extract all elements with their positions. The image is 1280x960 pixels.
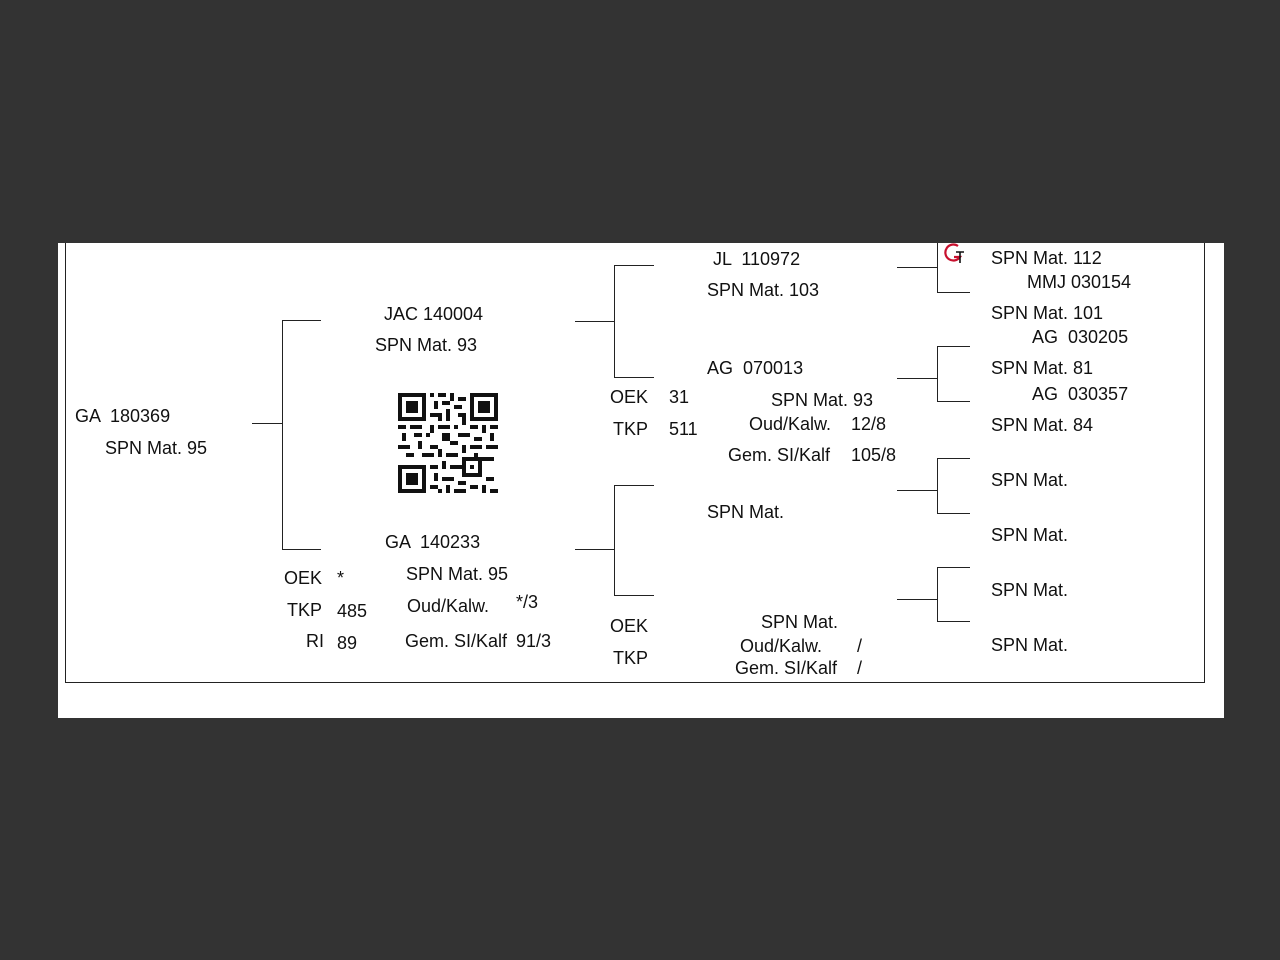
dam-oud-value: */3: [516, 592, 539, 612]
gen4-2-spn: SPN Mat. 101: [991, 303, 1104, 323]
dd-oud-label: Oud/Kalw.: [740, 636, 823, 656]
gen4-8-spn: SPN Mat.: [991, 635, 1069, 655]
connector: [252, 423, 283, 424]
connector: [614, 595, 654, 596]
connector: [937, 346, 938, 402]
connector: [937, 513, 970, 514]
dam-oud-label: Oud/Kalw.: [407, 596, 490, 616]
sire-oek-value: 31: [669, 387, 690, 407]
ss-spn: SPN Mat. 103: [707, 280, 820, 300]
pedigree-document: GA 180369 SPN Mat. 95 JAC 140004 SPN Mat…: [58, 243, 1224, 718]
dd-gem-value: /: [857, 658, 863, 678]
connector: [575, 549, 615, 550]
connector: [897, 490, 938, 491]
gen4-5-spn: SPN Mat.: [991, 470, 1069, 490]
sd-oud-value: 12/8: [851, 414, 887, 434]
connector: [937, 567, 970, 568]
dam-id: GA 140233: [385, 532, 481, 552]
sire-spn: SPN Mat. 93: [375, 335, 478, 355]
gen4-4-id: AG 030357: [1032, 384, 1129, 404]
connector: [282, 320, 321, 321]
gen4-4-spn: SPN Mat. 84: [991, 415, 1094, 435]
connector: [937, 243, 938, 293]
connector: [897, 267, 938, 268]
connector: [614, 265, 615, 378]
sd-oud-label: Oud/Kalw.: [749, 414, 832, 434]
connector: [575, 321, 615, 322]
connector: [937, 621, 970, 622]
connector: [614, 485, 654, 486]
connector: [937, 458, 970, 459]
sd-gem-value: 105/8: [851, 445, 897, 465]
gen4-3-id: AG 030205: [1032, 327, 1129, 347]
gen4-1-spn: SPN Mat. 112: [991, 248, 1102, 268]
dam-gem-value: 91/3: [516, 631, 552, 651]
connector: [937, 292, 970, 293]
gen4-3-spn: SPN Mat. 81: [991, 358, 1094, 378]
connector: [897, 378, 938, 379]
subject-id: GA 180369: [75, 406, 171, 426]
sd-spn: SPN Mat. 93: [771, 390, 874, 410]
dam-ri-label: RI: [306, 631, 324, 651]
connector: [614, 485, 615, 596]
ss-id: JL 110972: [713, 249, 801, 269]
connector: [937, 346, 970, 347]
breeder-logo-icon: [944, 243, 964, 263]
gen4-7-spn: SPN Mat.: [991, 580, 1069, 600]
sd-gem-label: Gem. SI/Kalf: [728, 445, 831, 465]
dam-oek-value: *: [337, 568, 345, 588]
dd-gem-label: Gem. SI/Kalf: [735, 658, 838, 678]
dam-tkp-value: 485: [337, 601, 368, 621]
dd-oud-value: /: [857, 636, 863, 656]
connector: [937, 567, 938, 622]
dam-ri-value: 89: [337, 633, 358, 653]
subject-spn: SPN Mat. 95: [105, 438, 208, 458]
connector: [614, 377, 654, 378]
connector: [937, 401, 970, 402]
dd-spn: SPN Mat.: [761, 612, 839, 632]
connector: [282, 549, 321, 550]
sire-tkp-label: TKP: [613, 419, 649, 439]
sd-id: AG 070013: [707, 358, 804, 378]
connector: [937, 458, 938, 514]
dam-oek-label: OEK: [284, 568, 323, 588]
sire-tkp-value: 511: [669, 419, 698, 439]
pedigree-frame: [65, 243, 1205, 683]
connector: [614, 265, 654, 266]
gen4-2-id: MMJ 030154: [1027, 272, 1132, 292]
ds-spn: SPN Mat.: [707, 502, 785, 522]
qr-code-icon: [398, 393, 498, 493]
dam-gem-label: Gem. SI/Kalf: [405, 631, 508, 651]
connector: [282, 320, 283, 550]
dam-block-oek-label: OEK: [610, 616, 649, 636]
connector: [897, 599, 938, 600]
dam-spn: SPN Mat. 95: [406, 564, 509, 584]
sire-oek-label: OEK: [610, 387, 649, 407]
sire-id: JAC 140004: [384, 304, 484, 324]
dam-block-tkp-label: TKP: [613, 648, 649, 668]
gen4-6-spn: SPN Mat.: [991, 525, 1069, 545]
dam-tkp-label: TKP: [287, 600, 323, 620]
